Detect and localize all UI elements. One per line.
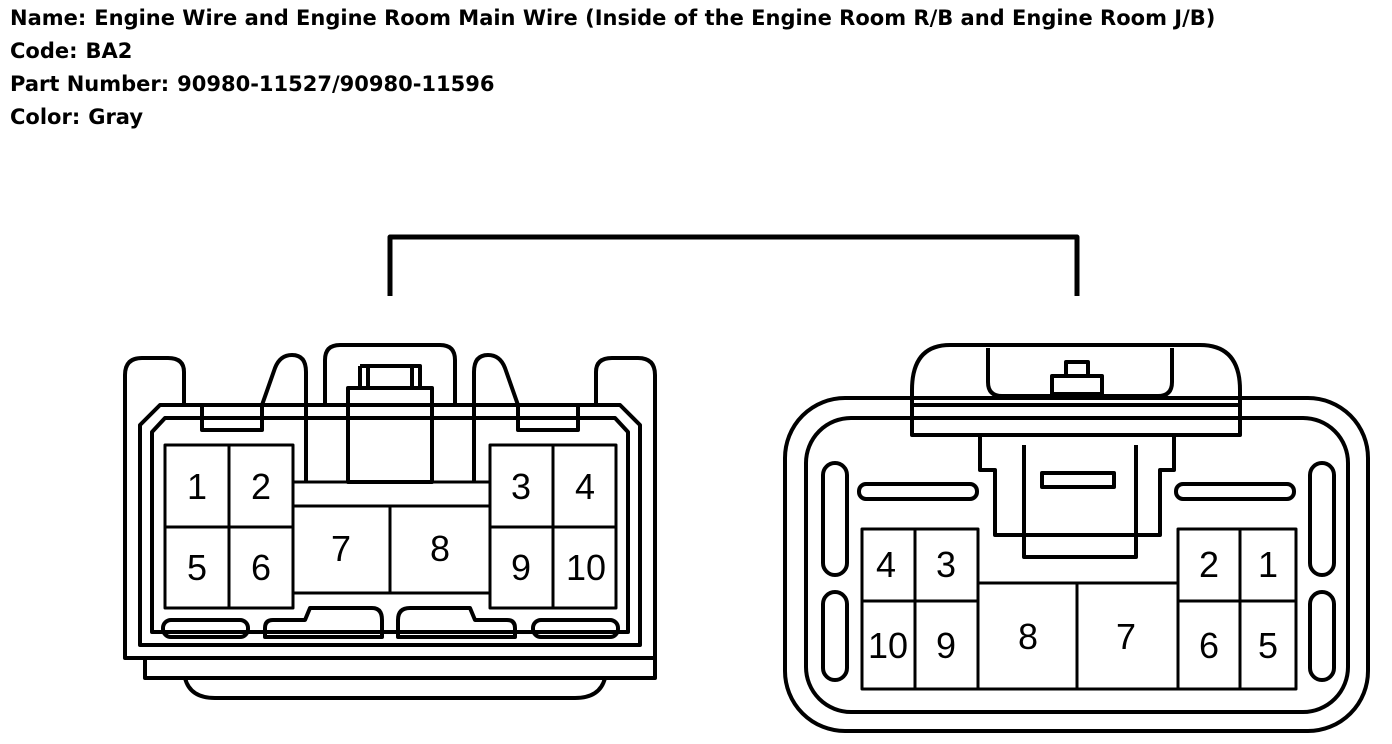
left-pin-9: 9 <box>511 547 531 588</box>
code-label: Code: <box>10 39 78 63</box>
color-line: Color: Gray <box>10 101 1215 134</box>
left-connector <box>123 343 657 700</box>
color-value: Gray <box>88 105 144 129</box>
right-pin-10: 10 <box>868 625 908 666</box>
right-pin-8: 8 <box>1018 616 1038 657</box>
left-pin-10: 10 <box>566 547 606 588</box>
left-pin-4: 4 <box>575 466 595 507</box>
code-value: BA2 <box>85 39 133 63</box>
part-number-line: Part Number: 90980-11527/90980-11596 <box>10 68 1215 101</box>
part-number-value: 90980-11527/90980-11596 <box>177 72 495 96</box>
right-pin-5: 5 <box>1258 625 1278 666</box>
left-pin-5: 5 <box>187 547 207 588</box>
left-pin-2: 2 <box>251 466 271 507</box>
color-label: Color: <box>10 105 81 129</box>
name-value: Engine Wire and Engine Room Main Wire (I… <box>94 6 1216 30</box>
left-pin-8: 8 <box>430 528 450 569</box>
left-pin-7: 7 <box>331 528 351 569</box>
right-pin-2: 2 <box>1199 544 1219 585</box>
left-pin-1: 1 <box>187 466 207 507</box>
code-line: Code: BA2 <box>10 35 1215 68</box>
right-pin-6: 6 <box>1199 625 1219 666</box>
right-pin-3: 3 <box>936 544 956 585</box>
name-line: Name: Engine Wire and Engine Room Main Wi… <box>10 2 1215 35</box>
left-pin-6: 6 <box>251 547 271 588</box>
connector-info: Name: Engine Wire and Engine Room Main Wi… <box>10 2 1215 134</box>
part-number-label: Part Number: <box>10 72 170 96</box>
right-pin-7: 7 <box>1116 616 1136 657</box>
right-connector <box>783 343 1370 733</box>
right-pin-1: 1 <box>1258 544 1278 585</box>
name-label: Name: <box>10 6 87 30</box>
mating-bracket <box>387 234 1080 296</box>
right-pin-9: 9 <box>936 625 956 666</box>
right-pin-4: 4 <box>876 544 896 585</box>
left-connector-pins: 1 2 3 4 5 6 7 8 9 10 <box>187 466 606 588</box>
left-pin-3: 3 <box>511 466 531 507</box>
right-connector-pins: 1 2 3 4 5 6 7 8 9 10 <box>868 544 1278 666</box>
